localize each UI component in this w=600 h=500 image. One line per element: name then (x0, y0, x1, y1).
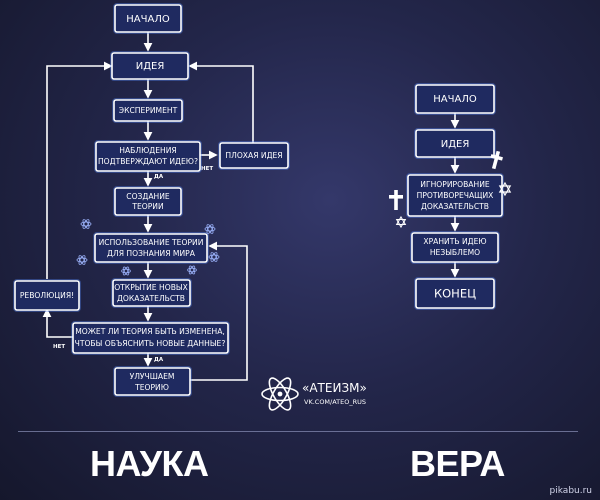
star-of-david-icon (498, 181, 512, 197)
svg-text:ОТКРЫТИЕ НОВЫХ: ОТКРЫТИЕ НОВЫХ (114, 283, 188, 292)
star-of-david-icon (395, 215, 407, 229)
faith-title: ВЕРА (410, 443, 505, 484)
faith-node-idea: ИДЕЯ (414, 128, 496, 159)
science-edges (42, 32, 254, 381)
svg-text:ИДЕЯ: ИДЕЯ (441, 139, 470, 150)
edge-revolution-idea (46, 61, 113, 279)
edge-label-no-1: НЕТ (201, 166, 213, 172)
svg-text:ХРАНИТЬ ИДЕЮ: ХРАНИТЬ ИДЕЮ (423, 237, 486, 246)
svg-text:ИДЕЯ: ИДЕЯ (136, 61, 165, 72)
watermark: pikabu.ru (549, 486, 592, 496)
brand-block: «АТЕИЗМ» VK.COM/ATEO_RUS (258, 372, 418, 418)
science-node-experiment: ЭКСПЕРИМЕНТ (112, 98, 184, 123)
science-node-use: ИСПОЛЬЗОВАНИЕ ТЕОРИИ ДЛЯ ПОЗНАНИЯ МИРА (93, 232, 209, 264)
science-node-discovery: ОТКРЫТИЕ НОВЫХ ДОКАЗАТЕЛЬСТВ (111, 278, 192, 308)
svg-text:ТЕОРИИ: ТЕОРИИ (131, 202, 163, 211)
cross-icon (389, 190, 403, 210)
science-node-idea: ИДЕЯ (110, 51, 190, 81)
atom-icon (121, 266, 131, 276)
atom-icon (261, 377, 299, 411)
science-node-bad-idea: ПЛОХАЯ ИДЕЯ (218, 141, 290, 170)
svg-text:УЛУЧШАЕМ: УЛУЧШАЕМ (130, 372, 175, 381)
science-node-improve: УЛУЧШАЕМ ТЕОРИЮ (113, 366, 192, 397)
edge-improve-use (190, 241, 248, 381)
svg-text:ДЛЯ ПОЗНАНИЯ МИРА: ДЛЯ ПОЗНАНИЯ МИРА (107, 249, 196, 258)
svg-text:ЧТОБЫ ОБЪЯСНИТЬ НОВЫЕ ДАННЫЕ?: ЧТОБЫ ОБЪЯСНИТЬ НОВЫЕ ДАННЫЕ? (75, 339, 226, 348)
svg-text:ИГНОРИРОВАНИЕ: ИГНОРИРОВАНИЕ (420, 180, 490, 189)
science-node-change: МОЖЕТ ЛИ ТЕОРИЯ БЫТЬ ИЗМЕНЕНА, ЧТОБЫ ОБЪ… (71, 321, 230, 355)
atom-icon (187, 265, 197, 275)
svg-text:СОЗДАНИЕ: СОЗДАНИЕ (126, 192, 170, 201)
faith-node-keep: ХРАНИТЬ ИДЕЮ НЕЗЫБЛЕМО (410, 231, 500, 264)
cross-icon (490, 150, 503, 170)
svg-text:МОЖЕТ ЛИ ТЕОРИЯ БЫТЬ ИЗМЕНЕНА,: МОЖЕТ ЛИ ТЕОРИЯ БЫТЬ ИЗМЕНЕНА, (75, 327, 225, 336)
crescent-icon (503, 206, 510, 220)
brand-url: VK.COM/ATEO_RUS (304, 398, 367, 406)
star-of-david-icon (390, 173, 392, 175)
edge-label-yes-2: ДА (154, 357, 164, 363)
svg-text:НАЧАЛО: НАЧАЛО (433, 94, 477, 105)
science-node-observation: НАБЛЮДЕНИЯ ПОДТВЕРЖДАЮТ ИДЕЮ? (94, 140, 202, 173)
atom-icon (80, 219, 92, 229)
svg-text:РЕВОЛЮЦИЯ!: РЕВОЛЮЦИЯ! (20, 291, 74, 300)
svg-text:ДОКАЗАТЕЛЬСТВ: ДОКАЗАТЕЛЬСТВ (117, 294, 185, 303)
svg-text:ПРОТИВОРЕЧАЩИХ: ПРОТИВОРЕЧАЩИХ (417, 191, 494, 200)
science-node-theory: СОЗДАНИЕ ТЕОРИИ (113, 186, 183, 217)
edge-label-no-2: НЕТ (53, 344, 65, 350)
section-divider (18, 431, 578, 432)
svg-text:ИСПОЛЬЗОВАНИЕ ТЕОРИИ: ИСПОЛЬЗОВАНИЕ ТЕОРИИ (99, 238, 204, 247)
crescent-icon (394, 164, 400, 176)
svg-text:ПОДТВЕРЖДАЮТ ИДЕЮ?: ПОДТВЕРЖДАЮТ ИДЕЮ? (98, 157, 198, 166)
faith-node-end: КОНЕЦ (414, 277, 496, 310)
faith-node-start: НАЧАЛО (414, 83, 496, 115)
science-node-start: НАЧАЛО (113, 3, 183, 34)
svg-text:НЕЗЫБЛЕМО: НЕЗЫБЛЕМО (430, 248, 480, 257)
edge-change-revolution (42, 308, 73, 338)
brand-name: «АТЕИЗМ» (302, 381, 367, 395)
science-node-revolution: РЕВОЛЮЦИЯ! (13, 279, 81, 312)
svg-text:НАЧАЛО: НАЧАЛО (126, 14, 170, 25)
svg-text:НАБЛЮДЕНИЯ: НАБЛЮДЕНИЯ (119, 146, 176, 155)
faith-node-ignore: ИГНОРИРОВАНИЕ ПРОТИВОРЕЧАЩИХ ДОКАЗАТЕЛЬС… (406, 173, 504, 218)
atom-icon (204, 224, 216, 234)
svg-text:КОНЕЦ: КОНЕЦ (434, 287, 476, 301)
svg-text:ДОКАЗАТЕЛЬСТВ: ДОКАЗАТЕЛЬСТВ (421, 202, 489, 211)
atom-icon (208, 252, 220, 262)
svg-text:ТЕОРИЮ: ТЕОРИЮ (134, 383, 169, 392)
atom-icon (76, 255, 88, 265)
edge-badidea-idea (188, 61, 254, 143)
svg-text:ЭКСПЕРИМЕНТ: ЭКСПЕРИМЕНТ (119, 106, 178, 115)
edge-label-yes-1: ДА (154, 174, 164, 180)
science-title: НАУКА (90, 443, 209, 484)
svg-text:ПЛОХАЯ ИДЕЯ: ПЛОХАЯ ИДЕЯ (225, 151, 282, 160)
